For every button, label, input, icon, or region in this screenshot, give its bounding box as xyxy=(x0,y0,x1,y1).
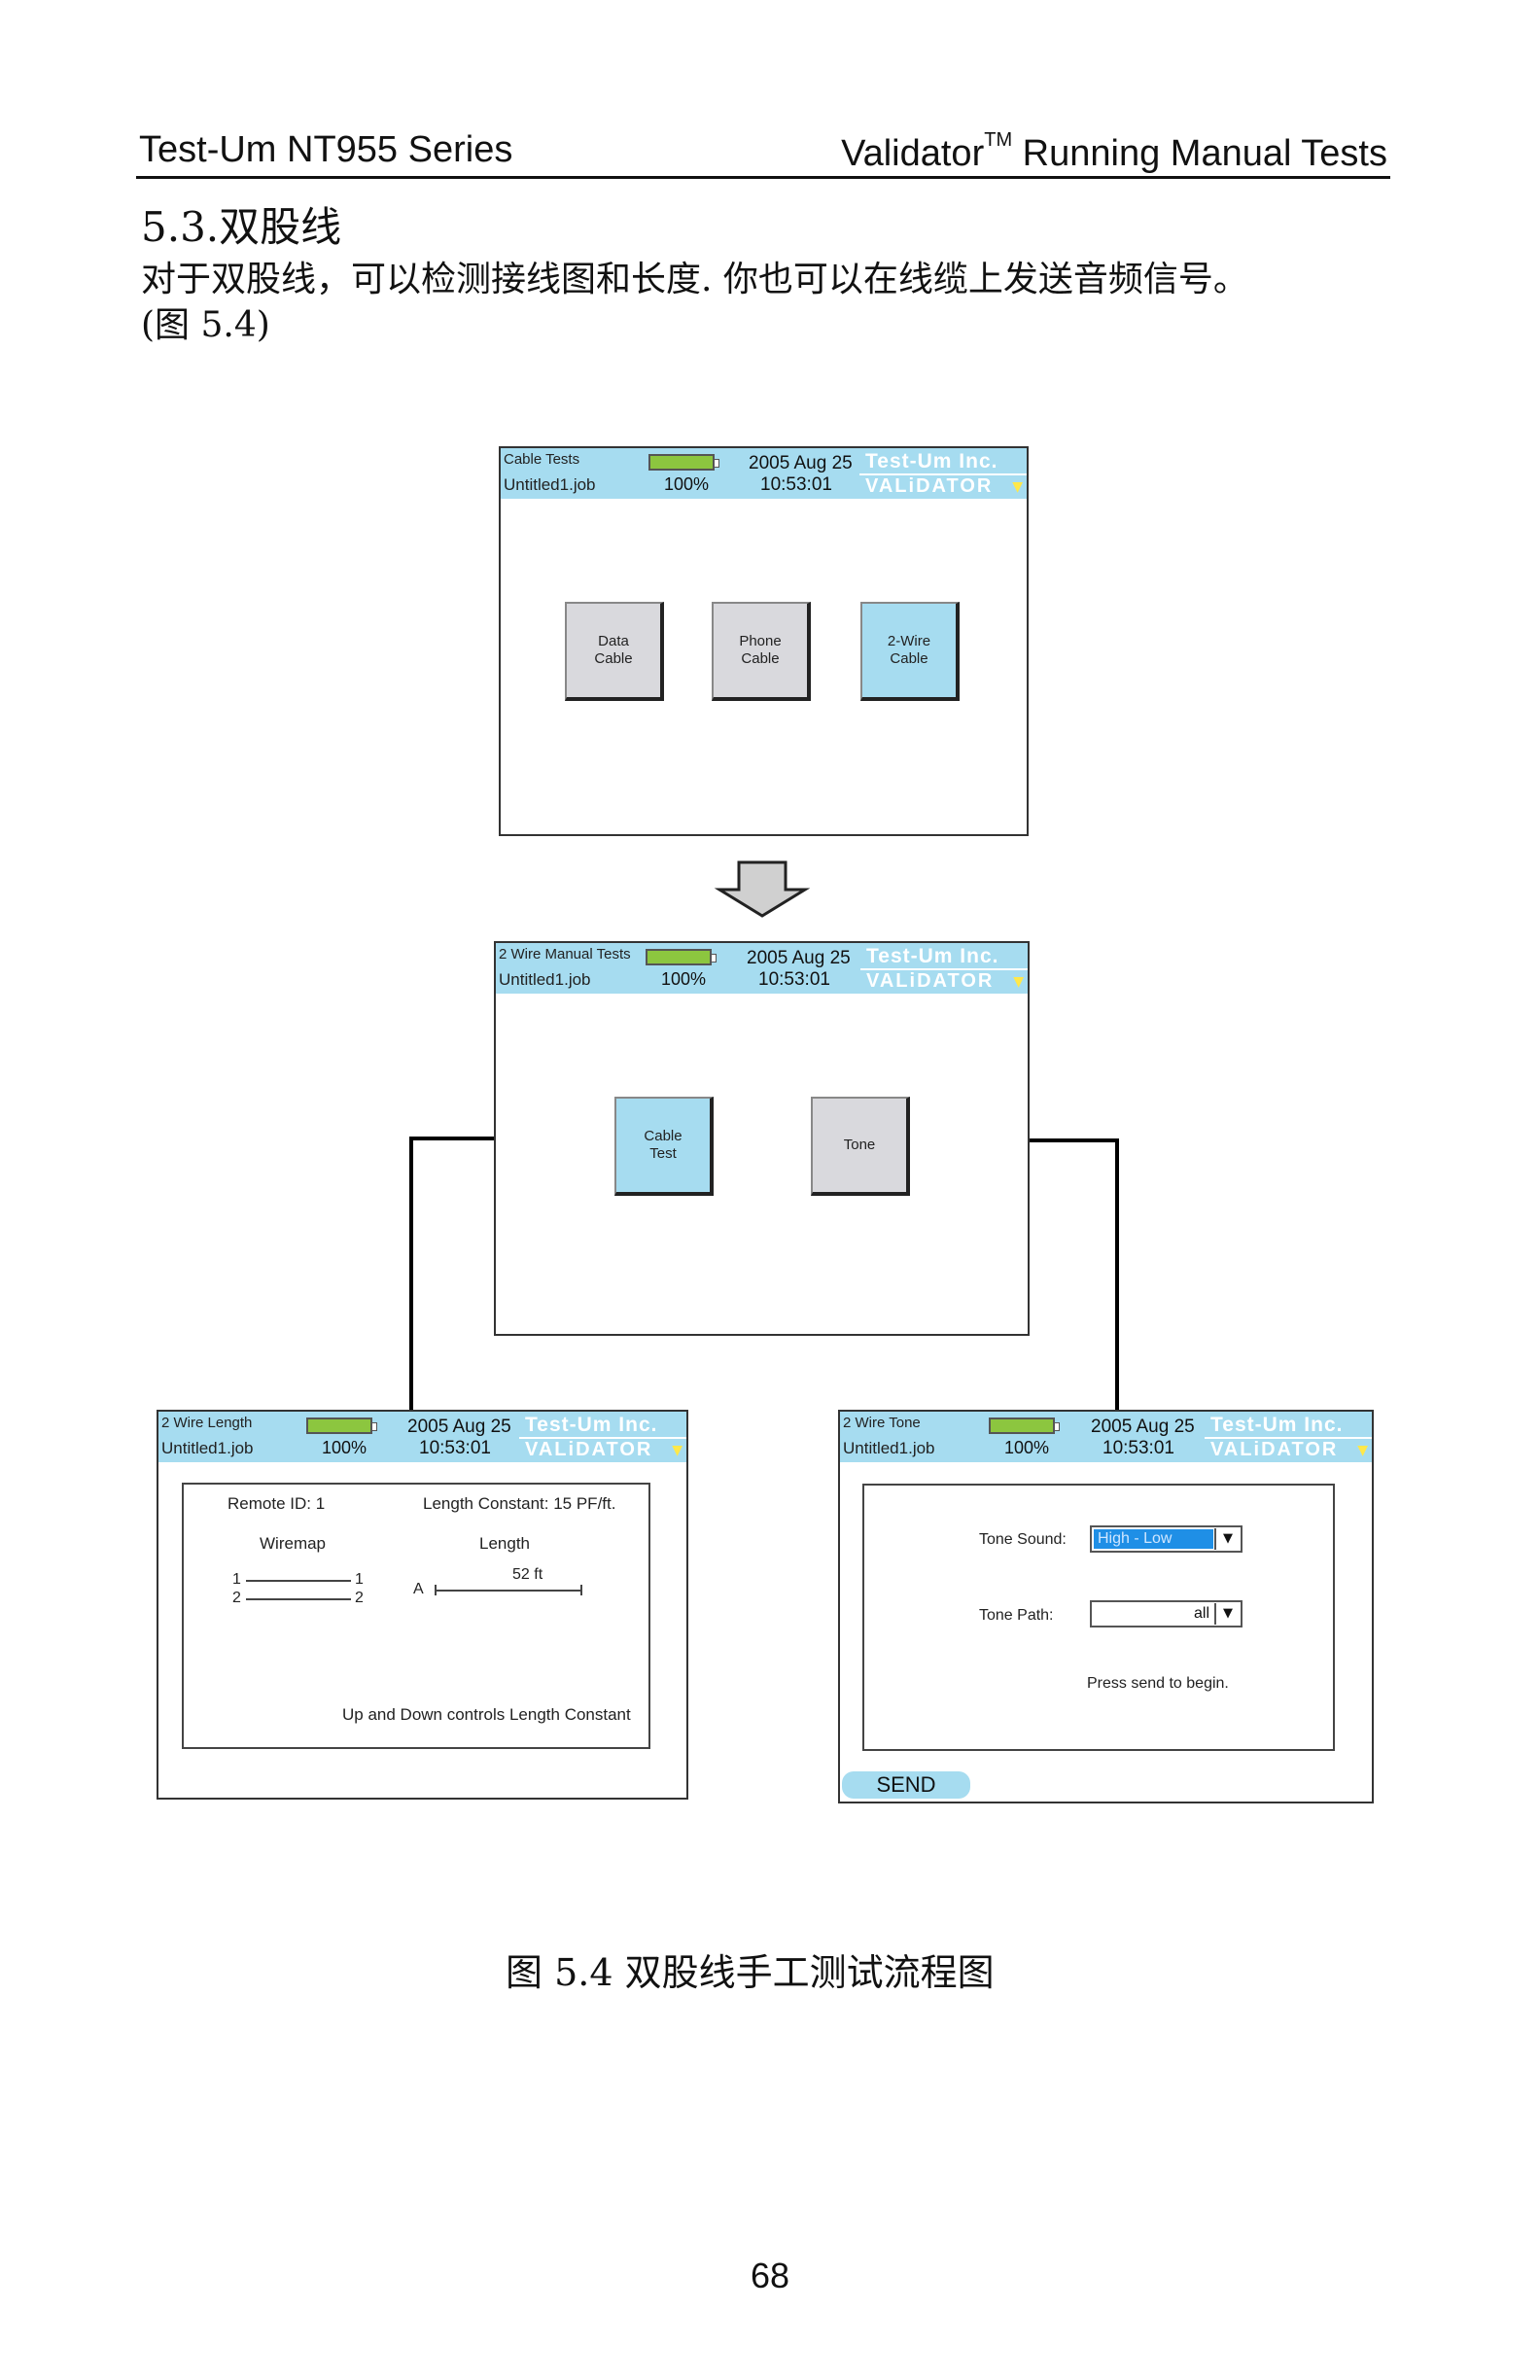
length-bar xyxy=(435,1590,582,1592)
down-arrow-icon xyxy=(714,860,811,918)
chevron-down-icon[interactable]: ▼ xyxy=(1214,1528,1240,1550)
pin-right-2: 2 xyxy=(355,1590,364,1606)
battery-percent: 100% xyxy=(322,1438,368,1457)
job-name: Untitled1.job xyxy=(504,475,596,494)
trademark: TM xyxy=(984,129,1013,152)
battery-icon xyxy=(648,454,719,471)
tone-path-select[interactable]: all ▼ xyxy=(1090,1600,1242,1628)
length-results-panel: Remote ID: 1 Length Constant: 15 PF/ft. … xyxy=(182,1483,650,1749)
length-constant: Length Constant: 15 PF/ft. xyxy=(423,1494,616,1513)
header-validator: Validator xyxy=(841,133,985,174)
length-constant-hint: Up and Down controls Length Constant xyxy=(342,1705,631,1724)
status-date: 2005 Aug 25 xyxy=(749,453,853,473)
screen-2wire-length: 2 Wire Length Untitled1.job 100% 2005 Au… xyxy=(157,1410,688,1800)
screen-title: 2 Wire Manual Tests xyxy=(499,946,631,962)
validator-logo: Test-Um Inc. VALiDATOR ▼ xyxy=(860,944,1028,993)
data-cable-button[interactable]: Data Cable xyxy=(565,602,664,701)
validator-logo: Test-Um Inc. VALiDATOR ▼ xyxy=(1205,1413,1372,1461)
tone-sound-select[interactable]: High - Low ▼ xyxy=(1090,1525,1242,1553)
tone-path-value: all xyxy=(1193,1605,1209,1622)
job-name: Untitled1.job xyxy=(161,1439,254,1457)
battery-icon xyxy=(989,1418,1060,1434)
section-paragraph: 对于双股线，可以检测接线图和长度. 你也可以在线缆上发送音频信号。 xyxy=(141,260,1248,299)
job-name: Untitled1.job xyxy=(499,970,591,989)
figure-reference: (图 5.4) xyxy=(141,305,270,345)
screen-title: 2 Wire Tone xyxy=(843,1415,921,1431)
screen-2wire-manual-tests: 2 Wire Manual Tests Untitled1.job 100% 2… xyxy=(494,941,1030,1336)
screen-2wire-tone: 2 Wire Tone Untitled1.job 100% 2005 Aug … xyxy=(838,1410,1374,1803)
length-value: 52 ft xyxy=(512,1566,543,1583)
tone-settings-panel: Tone Sound: High - Low ▼ Tone Path: all … xyxy=(862,1484,1335,1751)
send-hint: Press send to begin. xyxy=(1087,1675,1229,1692)
figure-caption: 图 5.4 双股线手工测试流程图 xyxy=(506,1951,995,1994)
status-time: 10:53:01 xyxy=(1102,1438,1174,1458)
page-header-left: Test-Um NT955 Series xyxy=(139,129,513,170)
two-wire-cable-button[interactable]: 2-Wire Cable xyxy=(860,602,960,701)
page-number: 68 xyxy=(750,2256,790,2295)
send-button[interactable]: SEND xyxy=(842,1771,970,1799)
header-rule xyxy=(136,176,1390,179)
job-name: Untitled1.job xyxy=(843,1439,935,1457)
header-running-manual-tests: Running Manual Tests xyxy=(1012,133,1387,174)
menu-triangle-icon[interactable]: ▼ xyxy=(1357,1443,1368,1458)
menu-triangle-icon[interactable]: ▼ xyxy=(1012,479,1023,495)
battery-icon xyxy=(646,949,717,965)
battery-icon xyxy=(306,1418,377,1434)
validator-logo: Test-Um Inc. VALiDATOR ▼ xyxy=(519,1413,686,1461)
pin-left-1: 1 xyxy=(232,1571,241,1588)
pin-left-2: 2 xyxy=(232,1590,241,1606)
menu-triangle-icon[interactable]: ▼ xyxy=(672,1443,682,1458)
battery-percent: 100% xyxy=(661,969,707,989)
tone-button[interactable]: Tone xyxy=(811,1097,910,1196)
status-date: 2005 Aug 25 xyxy=(1091,1417,1195,1437)
status-bar: 2 Wire Length Untitled1.job 100% 2005 Au… xyxy=(158,1412,686,1462)
phone-cable-button[interactable]: Phone Cable xyxy=(712,602,811,701)
status-time: 10:53:01 xyxy=(419,1438,491,1458)
section-title: 5.3.双股线 xyxy=(141,203,342,251)
status-bar: 2 Wire Tone Untitled1.job 100% 2005 Aug … xyxy=(840,1412,1372,1462)
cable-test-button[interactable]: Cable Test xyxy=(614,1097,714,1196)
pair-label: A xyxy=(413,1581,424,1597)
length-bar-tick-start xyxy=(435,1585,437,1595)
pin-right-1: 1 xyxy=(355,1571,364,1588)
menu-triangle-icon[interactable]: ▼ xyxy=(1013,974,1024,990)
length-bar-tick-end xyxy=(580,1585,582,1595)
tone-sound-label: Tone Sound: xyxy=(979,1531,1067,1548)
battery-percent: 100% xyxy=(1004,1438,1050,1457)
battery-percent: 100% xyxy=(664,474,710,494)
status-time: 10:53:01 xyxy=(758,969,830,990)
screen-title: Cable Tests xyxy=(504,451,580,468)
length-label: Length xyxy=(479,1534,530,1553)
tone-path-label: Tone Path: xyxy=(979,1607,1054,1624)
screen-cable-tests: Cable Tests Untitled1.job 100% 2005 Aug … xyxy=(499,446,1029,836)
chevron-down-icon[interactable]: ▼ xyxy=(1214,1603,1240,1625)
wire-1-line xyxy=(246,1580,351,1582)
validator-logo: Test-Um Inc. VALiDATOR ▼ xyxy=(859,449,1027,498)
status-date: 2005 Aug 25 xyxy=(407,1417,511,1437)
tone-sound-value: High - Low xyxy=(1094,1529,1213,1549)
status-time: 10:53:01 xyxy=(760,474,832,495)
status-date: 2005 Aug 25 xyxy=(747,948,851,968)
screen-title: 2 Wire Length xyxy=(161,1415,253,1431)
status-bar: Cable Tests Untitled1.job 100% 2005 Aug … xyxy=(501,448,1027,499)
page-header-right: ValidatorTM Running Manual Tests xyxy=(841,129,1387,175)
wire-2-line xyxy=(246,1598,351,1600)
status-bar: 2 Wire Manual Tests Untitled1.job 100% 2… xyxy=(496,943,1028,994)
wiremap-label: Wiremap xyxy=(260,1534,327,1553)
remote-id: Remote ID: 1 xyxy=(228,1494,326,1513)
